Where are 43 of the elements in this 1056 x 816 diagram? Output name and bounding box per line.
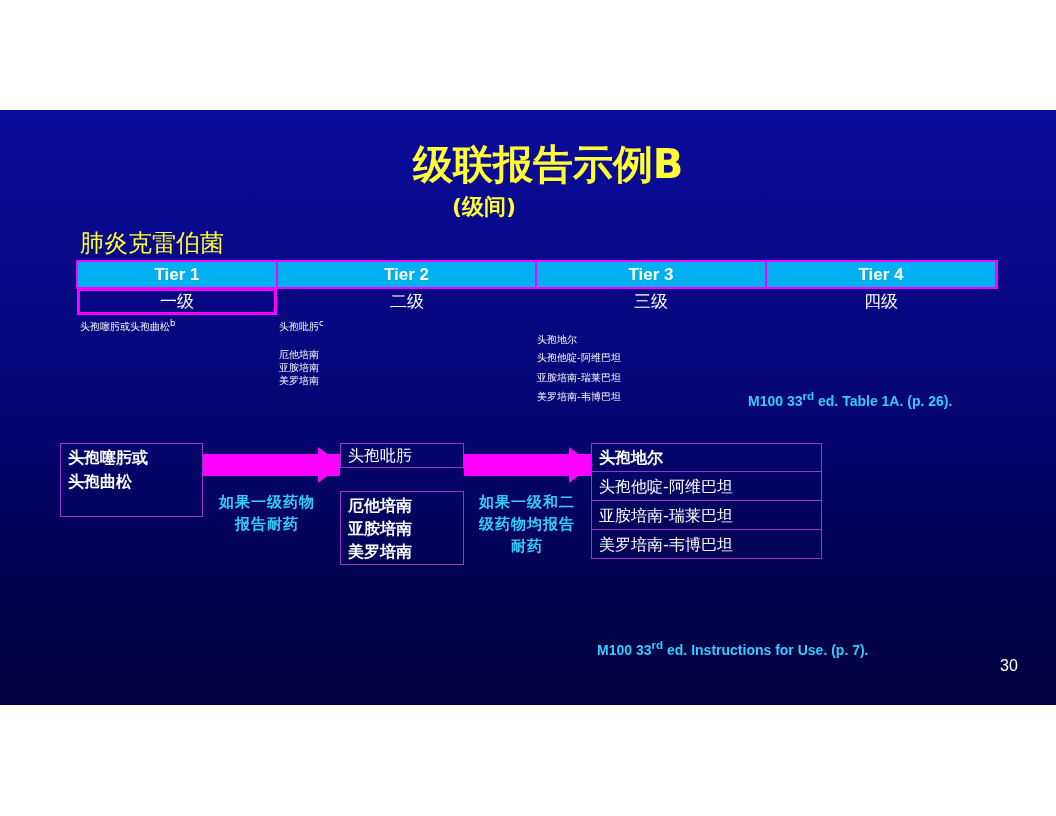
drug-box: [340, 491, 464, 565]
drug-name: 头孢吡肟: [348, 446, 413, 466]
drug-cell: [591, 500, 822, 530]
drug-name: 头孢他啶-阿维巴坦: [599, 476, 734, 498]
table-cell: 一级: [77, 288, 277, 315]
drug-note: 头孢噻肟或头孢曲松$^{b}$: [80, 317, 176, 334]
table-cell: Tier 1: [78, 262, 276, 287]
drug-box: [60, 443, 203, 517]
edge-label: 如果一级和二级药物均报告耐药: [478, 492, 576, 557]
drug-name: 厄他培南: [348, 495, 413, 517]
heading: 肺炎克雷伯菌: [80, 228, 224, 259]
drug-note: 头孢他啶-阿维巴坦: [537, 352, 621, 364]
block-arrow: [203, 447, 342, 483]
drug-note: 美罗培南-韦博巴坦: [537, 391, 621, 403]
drug-note: 亚胺培南: [279, 362, 319, 374]
page-number: 30: [1000, 657, 1018, 675]
drug-name: 美罗培南: [348, 541, 413, 563]
drug-name: 亚胺培南: [348, 518, 413, 540]
tier-name: 四级: [863, 290, 899, 313]
tier-name: 三级: [633, 290, 669, 313]
drug-cell: [591, 471, 822, 501]
drug-note: 美罗培南: [279, 375, 319, 387]
drug-note: 头孢地尔: [537, 334, 577, 346]
block-arrow: [464, 447, 593, 483]
table-cell: Tier 2: [278, 262, 535, 287]
drug-box: [340, 443, 464, 468]
tier-name: 二级: [388, 290, 425, 313]
drug-name: 亚胺培南-瑞莱巴坦: [599, 505, 734, 527]
drug-name: 美罗培南-韦博巴坦: [599, 534, 734, 556]
table-cell: Tier 3: [537, 262, 765, 287]
table-cell: Tier 4: [767, 262, 995, 287]
edge-label: 如果一级药物报告耐药: [218, 492, 316, 535]
drug-cell: [591, 443, 822, 472]
subtitle: (级间): [452, 193, 517, 221]
drug-name: 头孢噻肟或头孢曲松: [68, 447, 149, 493]
drug-note: 亚胺培南-瑞莱巴坦: [537, 372, 621, 384]
drug-name: 头孢地尔: [599, 447, 664, 469]
slide-title: 级联报告示例B: [411, 140, 685, 188]
reference: M100 33$^{rd}$ ed. Instructions for Use. (p. 7).: [597, 638, 869, 658]
reference: M100 33$^{rd}$ ed. Table 1A. (p. 26).: [748, 389, 953, 409]
drug-note: 头孢吡肟$^{c}$: [279, 317, 324, 334]
drug-note: 厄他培南: [279, 349, 319, 361]
drug-cell: [591, 529, 822, 559]
